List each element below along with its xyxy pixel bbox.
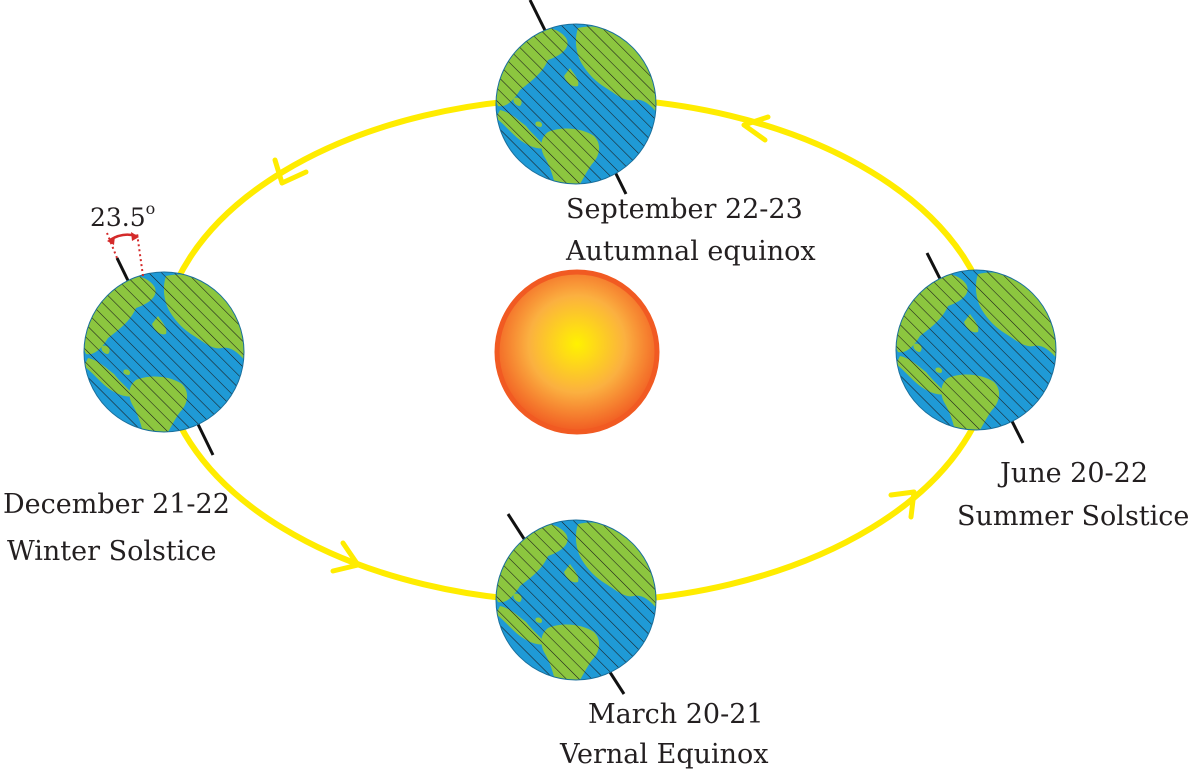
orbit-direction-arrow-icon <box>330 540 361 574</box>
march-name-label: Vernal Equinox <box>559 739 769 770</box>
june-date-label: June 20-22 <box>997 458 1148 489</box>
orbit-direction-arrow-icon <box>741 114 771 143</box>
march-date-label: March 20-21 <box>588 699 764 730</box>
earth-globe-icon <box>488 24 658 190</box>
earth-september <box>488 0 658 195</box>
orbit-direction-arrow-icon <box>888 489 917 520</box>
earth-globe-icon <box>888 270 1058 436</box>
earth-june <box>888 252 1058 444</box>
december-name-label: Winter Solstice <box>7 536 216 567</box>
september-date-label: September 22-23 <box>566 194 803 225</box>
earth-globe-icon <box>488 520 658 686</box>
december-date-label: December 21-22 <box>3 489 230 520</box>
june-name-label: Summer Solstice <box>957 501 1189 532</box>
earth-globe-icon <box>76 272 246 438</box>
sun-icon <box>494 269 660 435</box>
earth-march <box>488 513 658 695</box>
orbit-direction-arrow-icon <box>272 157 309 186</box>
earth-december <box>76 257 246 456</box>
tilt-angle-marker <box>106 232 144 277</box>
september-name-label: Autumnal equinox <box>565 236 816 267</box>
tilt-angle-label: 23.5o <box>90 199 155 232</box>
